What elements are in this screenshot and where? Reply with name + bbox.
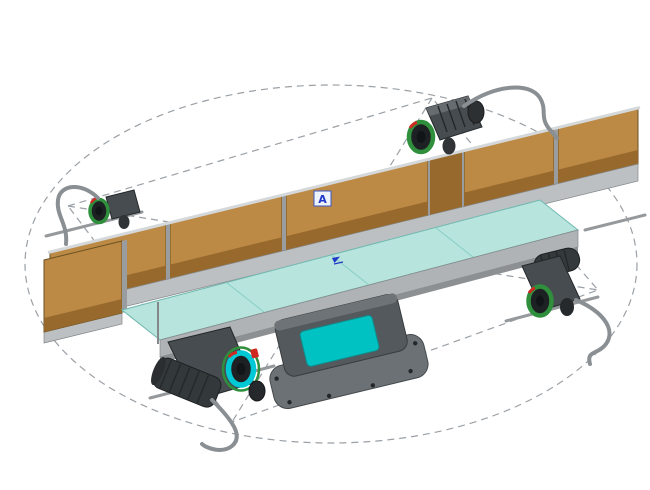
panel-mullion bbox=[282, 194, 286, 252]
disc-hub bbox=[236, 363, 246, 375]
wheel[interactable] bbox=[442, 137, 456, 155]
panel-mullion bbox=[122, 239, 127, 313]
pedestal-top-facet bbox=[274, 293, 398, 331]
annotation-a-label[interactable]: A bbox=[318, 193, 327, 206]
panel-mullion bbox=[428, 159, 430, 216]
bolt bbox=[326, 393, 332, 399]
drive-unit-top[interactable] bbox=[406, 95, 485, 155]
deck-seam bbox=[435, 227, 474, 258]
panel-mullion bbox=[166, 222, 170, 280]
beam-right-extension bbox=[583, 213, 647, 232]
annotation-a-box[interactable] bbox=[313, 190, 332, 207]
motor-end-cap bbox=[467, 100, 485, 124]
wall-panel-gap bbox=[430, 151, 462, 215]
disc-hub bbox=[536, 295, 544, 307]
wheel[interactable] bbox=[560, 298, 574, 316]
wall-panel-shading bbox=[170, 237, 282, 279]
power-cable-left[interactable] bbox=[55, 185, 100, 246]
deck-seam bbox=[330, 254, 370, 286]
brake-lever bbox=[408, 121, 418, 129]
power-cables bbox=[55, 85, 612, 452]
power-cable-right[interactable] bbox=[574, 298, 612, 366]
disc-hub bbox=[95, 206, 103, 216]
drive-unit-left[interactable] bbox=[44, 189, 144, 238]
brake-ring bbox=[221, 346, 261, 392]
bolt bbox=[413, 341, 418, 346]
center-pedestal[interactable] bbox=[257, 289, 431, 411]
wall-panel-shading bbox=[286, 201, 428, 251]
brake-release bbox=[250, 348, 259, 359]
wheel[interactable] bbox=[248, 380, 266, 402]
slew-circle-construction bbox=[24, 84, 638, 444]
wall-top-cap bbox=[47, 106, 641, 254]
brake-lever bbox=[227, 351, 238, 359]
disc-hub bbox=[416, 131, 426, 143]
wall-panel-shading bbox=[464, 170, 554, 207]
motor-end-cap bbox=[151, 356, 166, 386]
power-cable-top[interactable] bbox=[462, 85, 559, 140]
bolt bbox=[287, 400, 292, 405]
annotations: A bbox=[313, 190, 344, 265]
bolt bbox=[274, 376, 279, 381]
gearbox-facet bbox=[426, 96, 472, 116]
wall-panel-shading bbox=[558, 150, 638, 184]
deck-center-marker[interactable] bbox=[332, 256, 344, 265]
motor-cylinder[interactable] bbox=[148, 354, 224, 410]
panel-mullion bbox=[554, 127, 558, 185]
wheel[interactable] bbox=[118, 215, 130, 229]
wall-panel-shading bbox=[44, 299, 122, 332]
drive-unit-bottom-left[interactable] bbox=[148, 302, 276, 410]
power-cable-bottom-left[interactable] bbox=[200, 398, 239, 452]
travel-path-construction bbox=[66, 97, 600, 423]
bolt bbox=[370, 383, 376, 388]
pedestal-access-panel[interactable] bbox=[299, 315, 380, 367]
bolt bbox=[408, 368, 413, 374]
motor-fins bbox=[159, 359, 210, 404]
gearbox-body[interactable] bbox=[105, 189, 141, 220]
motor-fins bbox=[437, 98, 475, 133]
deck-seam bbox=[226, 282, 265, 313]
panel-mullion bbox=[462, 150, 464, 208]
brake-lever bbox=[527, 286, 536, 294]
